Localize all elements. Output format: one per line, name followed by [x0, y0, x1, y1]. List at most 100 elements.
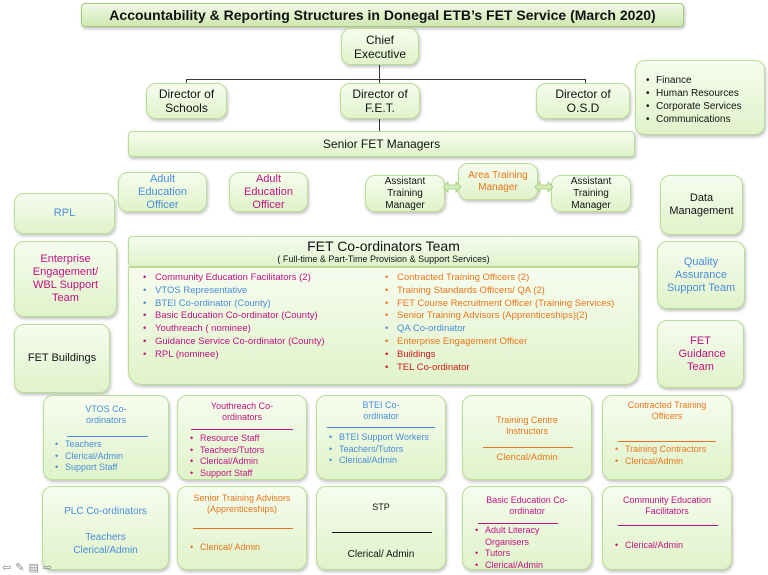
coordinator-item: Senior Training Advisors (Apprenticeship…	[383, 310, 638, 323]
staff-item: Tutors	[473, 548, 553, 560]
coordinators-team-header: FET Co-ordinators Team ( Full-time & Par…	[128, 236, 639, 267]
chief-executive-box: Chief Executive	[341, 28, 419, 65]
coordinator-item: Buildings	[383, 349, 638, 362]
plc-clerical-label: Clerical/Admin	[73, 545, 138, 556]
staff-item: Resource Staff	[188, 433, 264, 445]
staff-item: Clerical/Admin	[327, 455, 429, 467]
quality-assurance-box: Quality Assurance Support Team	[657, 241, 745, 309]
vtos-staff-list: Teachers Clerical/Admin Support Staff	[53, 439, 123, 474]
youthreach-coordinators-title: Youthreach Co-ordinators	[210, 401, 274, 422]
staff-item: Clerical/ Admin	[188, 542, 260, 554]
adult-ed-officer-box: Adult Education Officer	[229, 172, 308, 212]
osd-functions-list: Finance Human Resources Corporate Servic…	[644, 74, 764, 126]
assistant-training-manager-label: Assistant Training Manager	[384, 175, 426, 211]
coordinator-item: RPL (nominee)	[141, 349, 379, 362]
slide-navigation: ⇦ ✎ ▤ ⇨	[2, 561, 52, 574]
senior-training-advisors-title: Senior Training Advisors (Apprenticeship…	[193, 493, 291, 514]
basic-education-staff-list: Adult Literacy Organisers Tutors Clerica…	[473, 525, 553, 571]
divider	[332, 532, 432, 533]
community-education-facilitators-box: Community Education Facilitators Clerica…	[602, 486, 732, 570]
director-fet-label: Director of F.E.T.	[352, 87, 408, 115]
plc-coordinators-box: PLC Co-ordinators Teachers Clerical/Admi…	[42, 486, 169, 570]
diagram-title: Accountability & Reporting Structures in…	[81, 3, 684, 27]
coordinator-item: Contracted Training Officers (2)	[383, 272, 638, 285]
basic-education-coordinator-box: Basic Education Co-ordinator Adult Liter…	[462, 486, 592, 571]
training-centre-instructors-title: Training Centre Instructors	[496, 415, 558, 436]
coordinator-item: Community Education Facilitators (2)	[141, 272, 379, 285]
staff-item: Support Staff	[188, 468, 264, 480]
staff-item: Teachers	[53, 439, 123, 451]
area-training-manager-box: Area Training Manager	[458, 163, 538, 200]
youthreach-coordinators-box: Youthreach Co-ordinators Resource Staff …	[177, 395, 307, 480]
coordinator-item: VTOS Representative	[141, 285, 379, 298]
staff-item: Clerical/Admin	[188, 456, 264, 468]
quality-assurance-label: Quality Assurance Support Team	[666, 255, 736, 294]
director-schools-box: Director of Schools	[146, 83, 227, 119]
sta-staff-list: Clerical/ Admin	[188, 542, 260, 554]
vtos-coordinators-box: VTOS Co-ordinators Teachers Clerical/Adm…	[43, 395, 169, 480]
divider	[618, 441, 716, 442]
area-training-manager-label: Area Training Manager	[468, 169, 528, 193]
data-management-box: Data Management	[660, 175, 743, 235]
osd-function-item: Corporate Services	[644, 100, 764, 113]
adult-ed-officer-box: Adult Education Officer	[118, 172, 207, 212]
coordinator-item: Youthreach ( nominee)	[141, 323, 379, 336]
btei-coordinator-box: BTEI Co-ordinator BTEI Support Workers T…	[316, 395, 446, 480]
staff-item: Clerical/Admin	[53, 451, 123, 463]
coordinator-item: TEL Co-ordinator	[383, 362, 638, 375]
director-osd-label: Director of O.S.D	[555, 87, 611, 115]
coordinator-item: Guidance Service Co-ordinator (County)	[141, 336, 379, 349]
staff-item: Support Staff	[53, 462, 123, 474]
connector-osd-down	[585, 79, 586, 83]
forward-arrow-icon[interactable]: ⇨	[42, 562, 53, 574]
director-fet-box: Director of F.E.T.	[340, 83, 420, 119]
coordinator-item: Basic Education Co-ordinator (County)	[141, 310, 379, 323]
coordinators-left-list: Community Education Facilitators (2) VTO…	[141, 272, 379, 362]
menu-icon[interactable]: ▤	[28, 562, 39, 574]
coordinator-item: Enterprise Engagement Officer	[383, 336, 638, 349]
plc-coordinators-title: PLC Co-ordinators	[64, 506, 147, 517]
adult-ed-officer-label: Adult Education Officer	[138, 172, 187, 211]
contracted-training-officers-box: Contracted Training Officers Training Co…	[602, 395, 732, 480]
stp-title: STP	[372, 502, 390, 512]
divider	[478, 523, 558, 524]
fet-buildings-box: FET Buildings	[14, 324, 110, 393]
staff-item: Adult Literacy Organisers	[473, 525, 553, 548]
vtos-coordinators-title: VTOS Co-ordinators	[85, 404, 127, 425]
back-arrow-icon[interactable]: ⇦	[2, 562, 12, 574]
osd-function-item: Finance	[644, 74, 764, 87]
coordinator-item: QA Co-ordinator	[383, 323, 638, 336]
enterprise-label: Enterprise Engagement/ WBL Support Team	[32, 253, 99, 304]
divider	[618, 525, 718, 526]
staff-item: Teachers/Tutors	[327, 444, 429, 456]
stp-box: STP Clerical/ Admin	[316, 486, 446, 570]
staff-item: Clerical/Admin	[473, 560, 553, 572]
connector-chief-down	[379, 65, 380, 79]
contracted-staff-list: Training Contractors Clerical/Admin	[613, 444, 706, 467]
senior-managers-label: Senior FET Managers	[322, 136, 441, 151]
connector-fet-down	[379, 79, 380, 83]
divider	[193, 528, 293, 529]
senior-managers-box: Senior FET Managers	[128, 131, 635, 157]
pen-icon[interactable]: ✎	[15, 562, 25, 574]
training-centre-instructors-box: Training Centre Instructors Clerical/Adm…	[462, 395, 592, 480]
adult-ed-officer-label: Adult Education Officer	[244, 172, 293, 211]
director-schools-label: Director of Schools	[158, 87, 215, 115]
chief-executive-label: Chief Executive	[353, 32, 407, 61]
stp-staff-label: Clerical/ Admin	[347, 549, 415, 560]
youthreach-staff-list: Resource Staff Teachers/Tutors Clerical/…	[188, 433, 264, 479]
osd-function-item: Human Resources	[644, 87, 764, 100]
fet-guidance-box: FET Guidance Team	[657, 320, 744, 388]
staff-item: Training Contractors	[613, 444, 706, 456]
coordinator-item: FET Course Recruitment Officer (Training…	[383, 298, 638, 311]
coordinators-team-title: FET Co-ordinators Team	[307, 238, 460, 254]
rpl-box: RPL	[14, 193, 115, 234]
fet-guidance-label: FET Guidance Team	[678, 334, 726, 373]
senior-training-advisors-box: Senior Training Advisors (Apprenticeship…	[177, 486, 307, 570]
double-arrow-icon	[535, 181, 553, 193]
connector-fet-to-managers	[379, 119, 380, 131]
fet-buildings-label: FET Buildings	[27, 352, 97, 364]
staff-item: Clerical/Admin	[613, 540, 683, 552]
staff-item: BTEI Support Workers	[327, 432, 429, 444]
coordinator-item: BTEI Co-ordinator (County)	[141, 298, 379, 311]
